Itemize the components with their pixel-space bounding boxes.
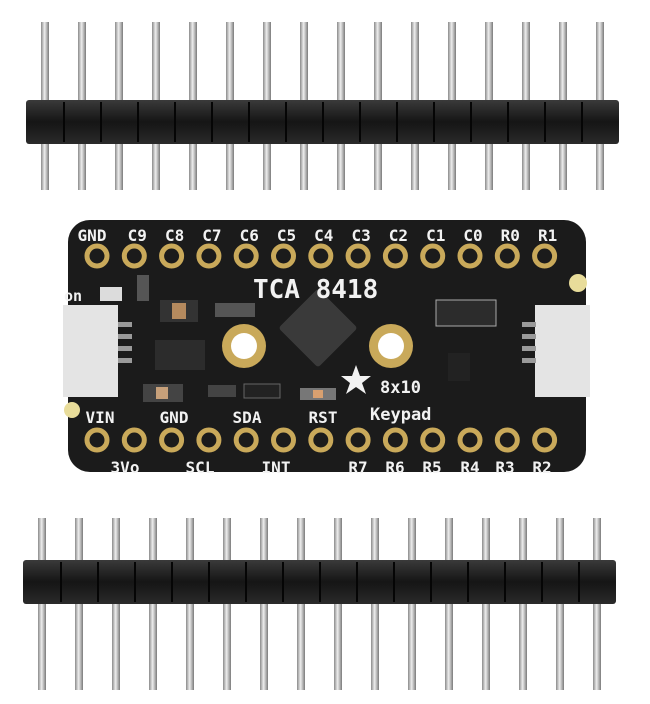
solder-pad xyxy=(457,243,483,269)
solder-pad xyxy=(532,243,558,269)
power-led xyxy=(100,287,122,301)
solder-pad xyxy=(420,427,446,453)
solder-pad xyxy=(121,243,147,269)
led-label: on xyxy=(64,287,82,305)
solder-pad xyxy=(271,243,296,269)
solder-pad xyxy=(233,243,259,269)
solder-pad xyxy=(345,427,371,453)
solder-pad xyxy=(457,427,483,453)
bottom-pin-header xyxy=(23,518,616,690)
solder-pad xyxy=(196,243,222,269)
pin-label-c7: C7 xyxy=(202,226,221,245)
tca8418-chip xyxy=(279,289,357,367)
solder-pad xyxy=(84,427,110,453)
pin-label-gnd: GND xyxy=(78,226,107,245)
pin-label-c4: C4 xyxy=(314,226,333,245)
pin-label-lower-5: R5 xyxy=(422,458,441,477)
pin-label-lower-2: INT xyxy=(262,458,291,477)
pin-label-lower-8: R2 xyxy=(532,458,551,477)
pin-label-lower-7: R3 xyxy=(495,458,514,477)
solder-pad xyxy=(382,427,408,453)
pin-label-upper-1: GND xyxy=(160,408,189,427)
stemma-connector-left xyxy=(63,305,118,397)
solder-pad xyxy=(532,427,558,453)
pin-label-lower-0: 3Vo xyxy=(111,458,140,477)
top-pin-header xyxy=(26,22,619,190)
stemma-connector-right xyxy=(535,305,590,397)
chip-title: TCA 8418 xyxy=(253,275,378,305)
solder-pad xyxy=(308,427,334,453)
solder-pad xyxy=(159,427,185,453)
pin-label-c3: C3 xyxy=(351,226,370,245)
pin-label-c6: C6 xyxy=(240,226,259,245)
subtitle-keypad: Keypad xyxy=(370,405,431,425)
pin-label-c5: C5 xyxy=(277,226,296,245)
adafruit-logo xyxy=(341,365,371,394)
regulator xyxy=(155,340,205,370)
subtitle-8x10: 8x10 xyxy=(380,378,421,398)
solder-pad xyxy=(494,427,520,453)
pin-label-upper-2: SDA xyxy=(233,408,262,427)
pin-label-c8: C8 xyxy=(165,226,184,245)
solder-pad xyxy=(308,243,334,269)
pin-label-upper-3: RST xyxy=(309,408,338,427)
pin-label-lower-3: R7 xyxy=(348,458,367,477)
pin-label-c1: C1 xyxy=(426,226,445,245)
solder-pad xyxy=(271,427,296,453)
solder-pad xyxy=(233,427,259,453)
solder-pad xyxy=(84,243,110,269)
pin-label-lower-6: R4 xyxy=(460,458,479,477)
solder-pad xyxy=(382,243,408,269)
solder-pad xyxy=(121,427,147,453)
pin-label-lower-1: SCL xyxy=(186,458,215,477)
pin-label-r1: R1 xyxy=(538,226,557,245)
solder-pad xyxy=(494,243,520,269)
pin-label-c2: C2 xyxy=(389,226,408,245)
solder-pad xyxy=(345,243,371,269)
solder-pad xyxy=(159,243,185,269)
pin-label-upper-0: VIN xyxy=(86,408,115,427)
solder-pad xyxy=(196,427,222,453)
solder-pad xyxy=(420,243,446,269)
pin-label-c9: C9 xyxy=(128,226,147,245)
pin-label-c0: C0 xyxy=(463,226,482,245)
pin-label-lower-4: R6 xyxy=(385,458,404,477)
pin-label-r0: R0 xyxy=(501,226,520,245)
